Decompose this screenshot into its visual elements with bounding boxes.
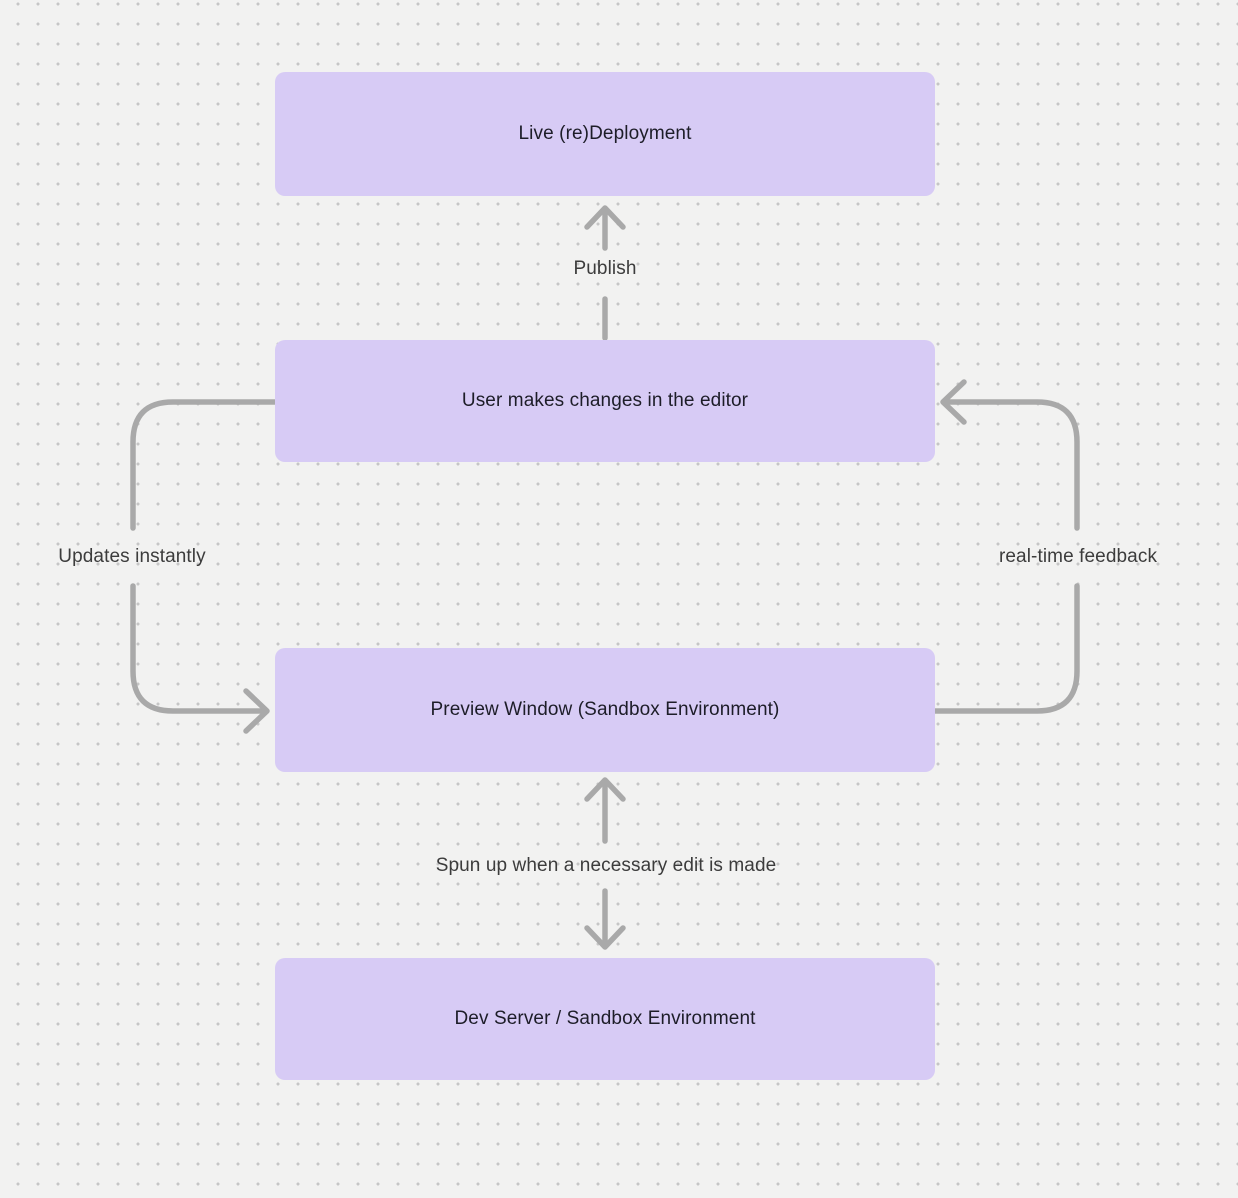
arrow-left-icon [940,379,967,425]
node-live-deployment[interactable]: Live (re)Deployment [275,72,935,196]
arrow-down-icon [584,925,626,950]
node-label: User makes changes in the editor [461,390,749,411]
node-label: Preview Window (Sandbox Environment) [430,699,780,720]
node-label: Dev Server / Sandbox Environment [454,1008,756,1029]
node-dev-server[interactable]: Dev Server / Sandbox Environment [275,958,935,1080]
node-preview-window[interactable]: Preview Window (Sandbox Environment) [275,648,935,772]
edge-label-realtime-feedback: real-time feedback [998,546,1158,567]
arrow-up-icon [584,205,626,230]
node-editor-changes[interactable]: User makes changes in the editor [275,340,935,462]
edge-label-spun-up: Spun up when a necessary edit is made [435,855,777,876]
arrow-right-icon [243,688,270,734]
edge-label-publish: Publish [573,258,637,279]
edge-label-updates-instantly: Updates instantly [58,546,206,567]
node-label: Live (re)Deployment [518,123,692,144]
arrow-up-icon [584,777,626,802]
